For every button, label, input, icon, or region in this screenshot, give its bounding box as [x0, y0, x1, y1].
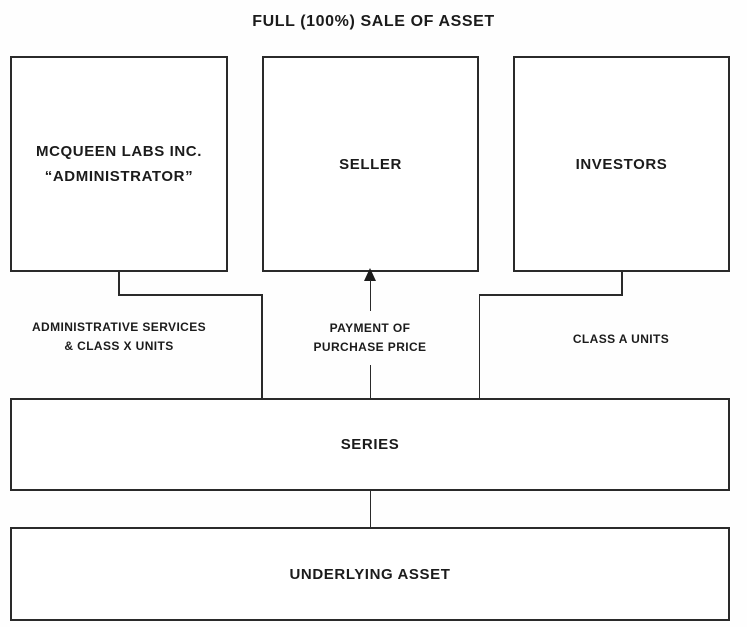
edge-label-payment-line1: PAYMENT OF	[329, 321, 411, 335]
edge-label-class-a-units: CLASS A UNITS	[572, 332, 670, 346]
node-underlying-asset: UNDERLYING ASSET	[10, 527, 730, 621]
investors-label: INVESTORS	[575, 155, 668, 173]
edge-label-administrative-services-line1: ADMINISTRATIVE SERVICES	[31, 320, 207, 334]
edge-label-payment-line2: PURCHASE PRICE	[313, 340, 427, 354]
edge-label-payment-of-purchase-price: PAYMENT OF PURCHASE PRICE	[295, 319, 445, 357]
connector-administrator-horizontal	[118, 294, 263, 296]
connector-payment-lower	[369, 365, 371, 399]
node-series: SERIES	[10, 398, 730, 491]
connector-investors-drop	[621, 271, 623, 295]
diagram-title: FULL (100%) SALE OF ASSET	[252, 13, 495, 30]
series-label: SERIES	[340, 436, 400, 453]
node-administrator: MCQUEEN LABS INC. “ADMINISTRATOR”	[10, 56, 228, 272]
administrator-name: MCQUEEN LABS INC.	[35, 143, 203, 160]
connector-investors-to-series	[478, 294, 480, 399]
arrowhead-up-icon	[364, 268, 376, 281]
underlying-asset-label: UNDERLYING ASSET	[289, 565, 451, 583]
edge-label-administrative-services: ADMINISTRATIVE SERVICES & CLASS X UNITS	[19, 318, 219, 356]
connector-payment-upper	[369, 280, 371, 311]
connector-investors-horizontal	[478, 294, 623, 296]
seller-label: SELLER	[339, 155, 402, 173]
connector-administrator-drop	[118, 271, 120, 295]
connector-administrator-to-series	[261, 294, 263, 399]
edge-label-administrative-services-line2: & CLASS X UNITS	[64, 339, 174, 353]
node-investors: INVESTORS	[513, 56, 730, 272]
node-seller: SELLER	[262, 56, 479, 272]
administrator-role: “ADMINISTRATOR”	[44, 168, 194, 185]
connector-series-to-underlying-asset	[369, 491, 371, 527]
